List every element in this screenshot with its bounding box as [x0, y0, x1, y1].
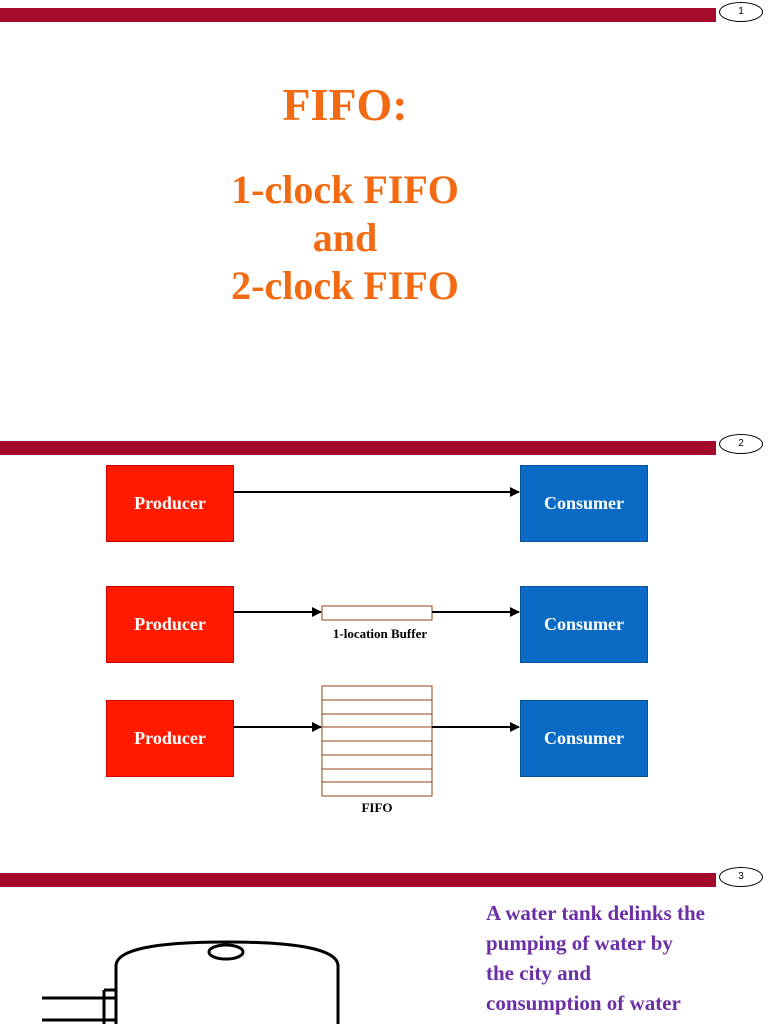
slide-2-page-number: 2 [719, 434, 763, 454]
one-location-buffer [321, 605, 433, 621]
consumer-label: Consumer [544, 728, 624, 748]
description-line: pumping of water by [486, 931, 673, 955]
producer-box-2: Producer [106, 586, 234, 663]
description-line: A water tank delinks the [486, 901, 705, 925]
consumer-box-2: Consumer [520, 586, 648, 663]
slide-1-page-number: 1 [719, 2, 763, 22]
slide-2-header-bar [0, 441, 716, 455]
consumer-box-1: Consumer [520, 465, 648, 542]
buffer-caption: 1-location Buffer [332, 626, 428, 641]
slide-3-page-number: 3 [719, 867, 763, 887]
slide-1-header-bar [0, 8, 716, 22]
water-tank-illustration [42, 940, 340, 1024]
fifo-caption: FIFO [361, 800, 393, 815]
producer-label: Producer [134, 493, 206, 513]
fifo-buffer [321, 685, 433, 797]
producer-label: Producer [134, 728, 206, 748]
producer-label: Producer [134, 614, 206, 634]
description-line: consumption of water [486, 991, 681, 1015]
consumer-label: Consumer [544, 493, 624, 513]
slide-1-subtitle-line-1: 1-clock FIFO [231, 167, 459, 212]
slide-1-subtitle-line-2: and [312, 215, 378, 260]
slide-1-subtitle-line-3: 2-clock FIFO [231, 263, 459, 308]
producer-box-3: Producer [106, 700, 234, 777]
slide-3-header-bar [0, 873, 716, 887]
description-line: the city and [486, 961, 591, 985]
slide-1-title: FIFO: [282, 79, 408, 130]
consumer-box-3: Consumer [520, 700, 648, 777]
water-tank-description: A water tank delinks the pumping of wate… [486, 898, 766, 1018]
consumer-label: Consumer [544, 614, 624, 634]
producer-box-1: Producer [106, 465, 234, 542]
